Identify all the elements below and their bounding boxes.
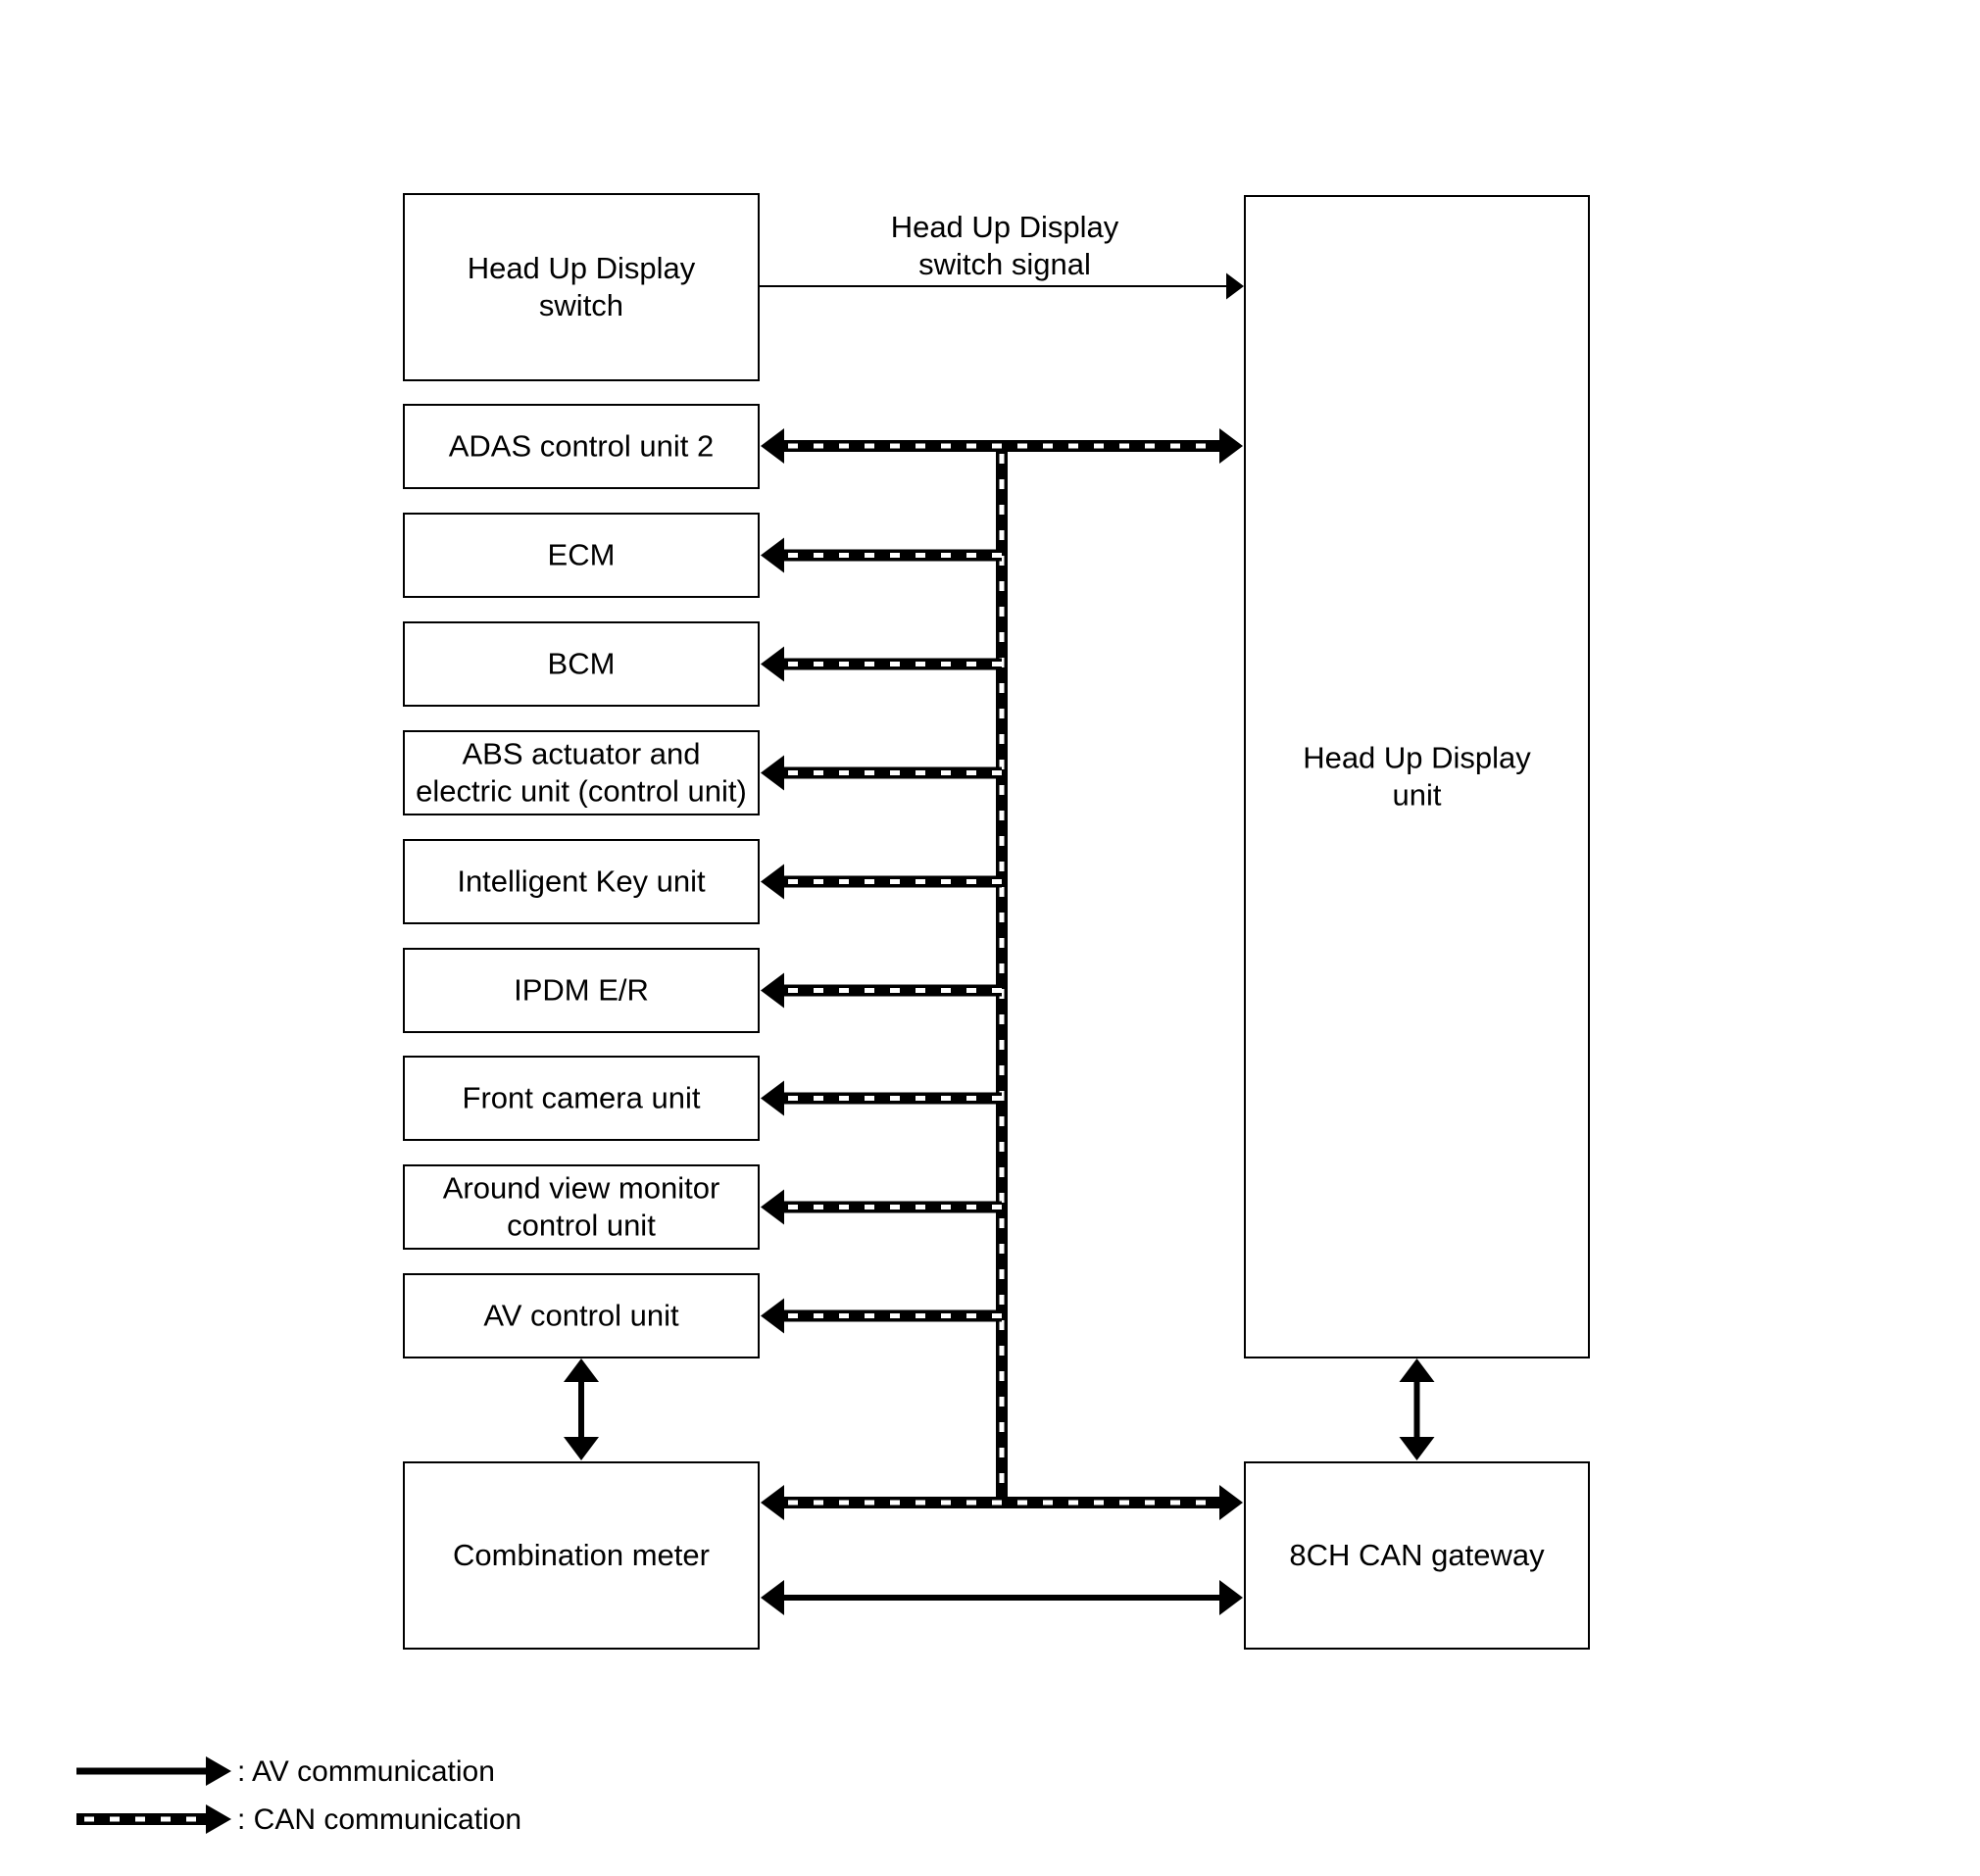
front-camera-label: Front camera unit [463,1081,701,1115]
arrowhead-hud-av [1399,1358,1435,1382]
arrowhead-avm [761,1189,784,1225]
arrowhead-switch-signal [1226,272,1244,300]
legend: : AV communication : CAN communication [76,1755,521,1836]
ecm-label: ECM [548,538,616,572]
bcm-box: BCM [403,621,760,707]
arrowhead-avcontrol-av [564,1358,599,1382]
avm-label-1: Around view monitor [443,1171,720,1206]
arrowhead-abs [761,755,784,791]
arrowhead-front-camera [761,1080,784,1116]
arrowhead-meter-av [761,1580,784,1615]
arrowhead-av-control [761,1298,784,1334]
arrowhead-gateway-up-av [1399,1437,1435,1460]
avm-label-2: control unit [507,1209,656,1243]
hud-switch-label-2: switch [539,288,623,322]
front-camera-box: Front camera unit [403,1056,760,1141]
arrowhead-meter-can [761,1485,784,1520]
abs-label-1: ABS actuator and [463,737,701,771]
legend-can-arrowhead [206,1804,231,1834]
arrowhead-ipdm [761,972,784,1009]
combination-meter-label: Combination meter [453,1538,710,1572]
arrowhead-gateway-can [1219,1485,1243,1520]
switch-signal-label-2: switch signal [918,247,1091,281]
av-control-box: AV control unit [403,1273,760,1358]
switch-signal-label-1: Head Up Display [891,210,1119,244]
arrowhead-gateway-av [1219,1580,1243,1615]
arrowhead-adas [761,428,784,464]
can-gateway-label: 8CH CAN gateway [1289,1538,1545,1572]
ikey-box: Intelligent Key unit [403,839,760,924]
adas-box: ADAS control unit 2 [403,404,760,489]
abs-label-2: electric unit (control unit) [416,774,747,809]
arrowhead-ecm [761,537,784,573]
bcm-label: BCM [548,647,616,681]
legend-can-label: : CAN communication [237,1803,521,1836]
ipdm-label: IPDM E/R [514,973,649,1008]
can-gateway-box: 8CH CAN gateway [1244,1461,1590,1650]
ecm-box: ECM [403,513,760,598]
ipdm-box: IPDM E/R [403,948,760,1033]
ikey-label: Intelligent Key unit [457,864,706,899]
arrowhead-hud-can [1219,428,1243,464]
arrowhead-bcm [761,646,784,682]
arrowhead-meter-up-av [564,1437,599,1460]
combination-meter-box: Combination meter [403,1461,760,1650]
hud-switch-label-1: Head Up Display [468,251,696,285]
legend-av-arrowhead [206,1756,231,1786]
legend-av-label: : AV communication [237,1755,495,1788]
arrowhead-ikey [761,864,784,900]
adas-label: ADAS control unit 2 [449,429,715,464]
hud-unit-label-1: Head Up Display [1303,741,1531,775]
hud-unit-label-2: unit [1393,778,1442,813]
av-control-label: AV control unit [483,1299,679,1333]
